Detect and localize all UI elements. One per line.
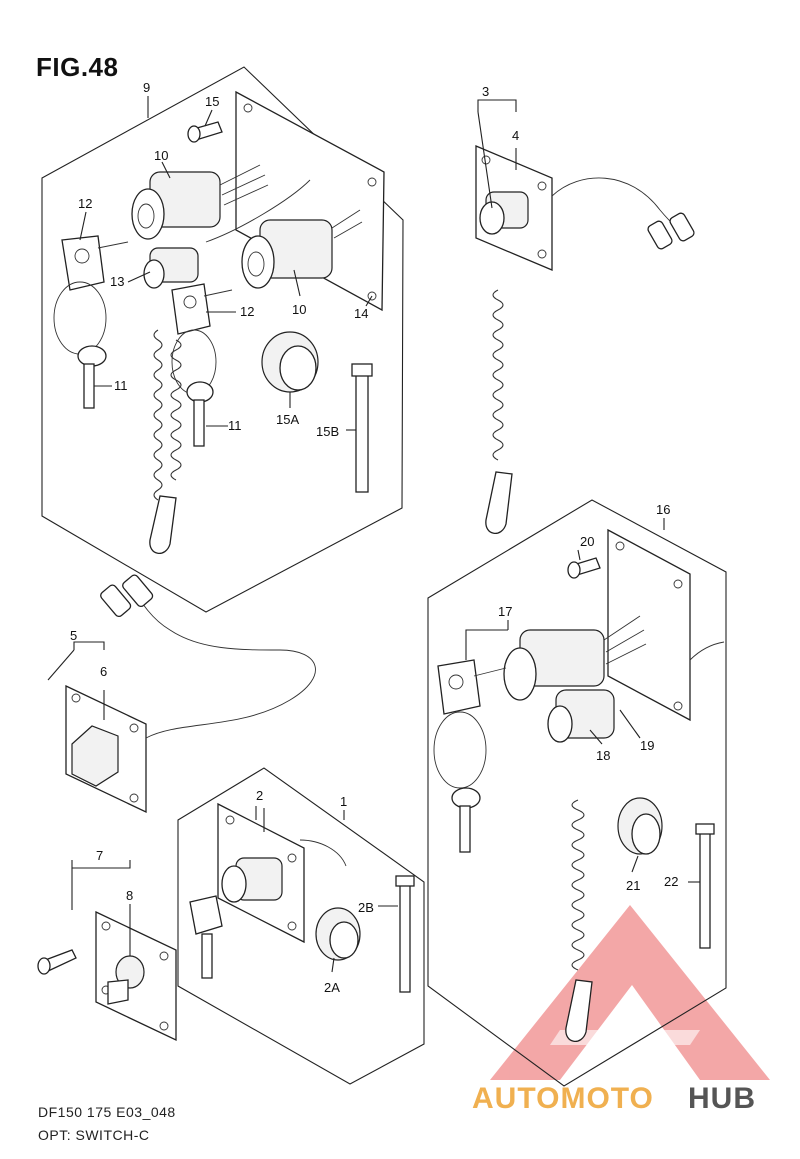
assembly-9 [41, 66, 404, 613]
callout-13: 13 [110, 274, 124, 289]
callout-15b: 15B [316, 424, 339, 439]
callout-12-right: 12 [240, 304, 254, 319]
callout-2a: 2A [324, 980, 340, 995]
watermark-part2: HUB [688, 1082, 756, 1115]
callout-15a: 15A [276, 412, 299, 427]
callout-4: 4 [512, 128, 519, 143]
callout-12-left: 12 [78, 196, 92, 211]
callout-8: 8 [126, 888, 133, 903]
footer-code: DF150 175 E03_048 [38, 1104, 176, 1120]
footer-name: OPT: SWITCH-C [38, 1127, 150, 1143]
callout-7: 7 [96, 848, 103, 863]
assembly-5 [65, 574, 316, 814]
callout-21: 21 [626, 878, 640, 893]
callout-1: 1 [340, 794, 347, 809]
assembly-3 [475, 145, 695, 534]
callout-3: 3 [482, 84, 489, 99]
callout-18: 18 [596, 748, 610, 763]
figure-title: FIG.48 [36, 52, 119, 82]
callout-2: 2 [256, 788, 263, 803]
watermark-logo [490, 905, 770, 1080]
callout-22: 22 [664, 874, 678, 889]
watermark-text: AUTOMOTO HUB [472, 1082, 756, 1115]
callout-5: 5 [70, 628, 77, 643]
callout-10-upper: 10 [154, 148, 168, 163]
callout-16: 16 [656, 502, 670, 517]
callout-10-lower: 10 [292, 302, 306, 317]
watermark-part1: AUTOMOTO [472, 1082, 654, 1115]
assembly-7 [37, 910, 177, 1042]
callout-labels: 9 15 10 12 13 12 10 14 11 11 15A 15B 3 4… [70, 80, 678, 995]
callout-14: 14 [354, 306, 368, 321]
callout-17: 17 [498, 604, 512, 619]
callout-11-right: 11 [228, 418, 242, 433]
callout-19: 19 [640, 738, 654, 753]
callout-6: 6 [100, 664, 107, 679]
callout-9: 9 [143, 80, 150, 95]
assembly-1 [177, 767, 425, 1085]
callout-20: 20 [580, 534, 594, 549]
leader-lines [47, 96, 700, 973]
callout-11-left: 11 [114, 378, 128, 393]
assembly-16 [427, 499, 727, 1087]
callout-2b: 2B [358, 900, 374, 915]
callout-15: 15 [205, 94, 219, 109]
